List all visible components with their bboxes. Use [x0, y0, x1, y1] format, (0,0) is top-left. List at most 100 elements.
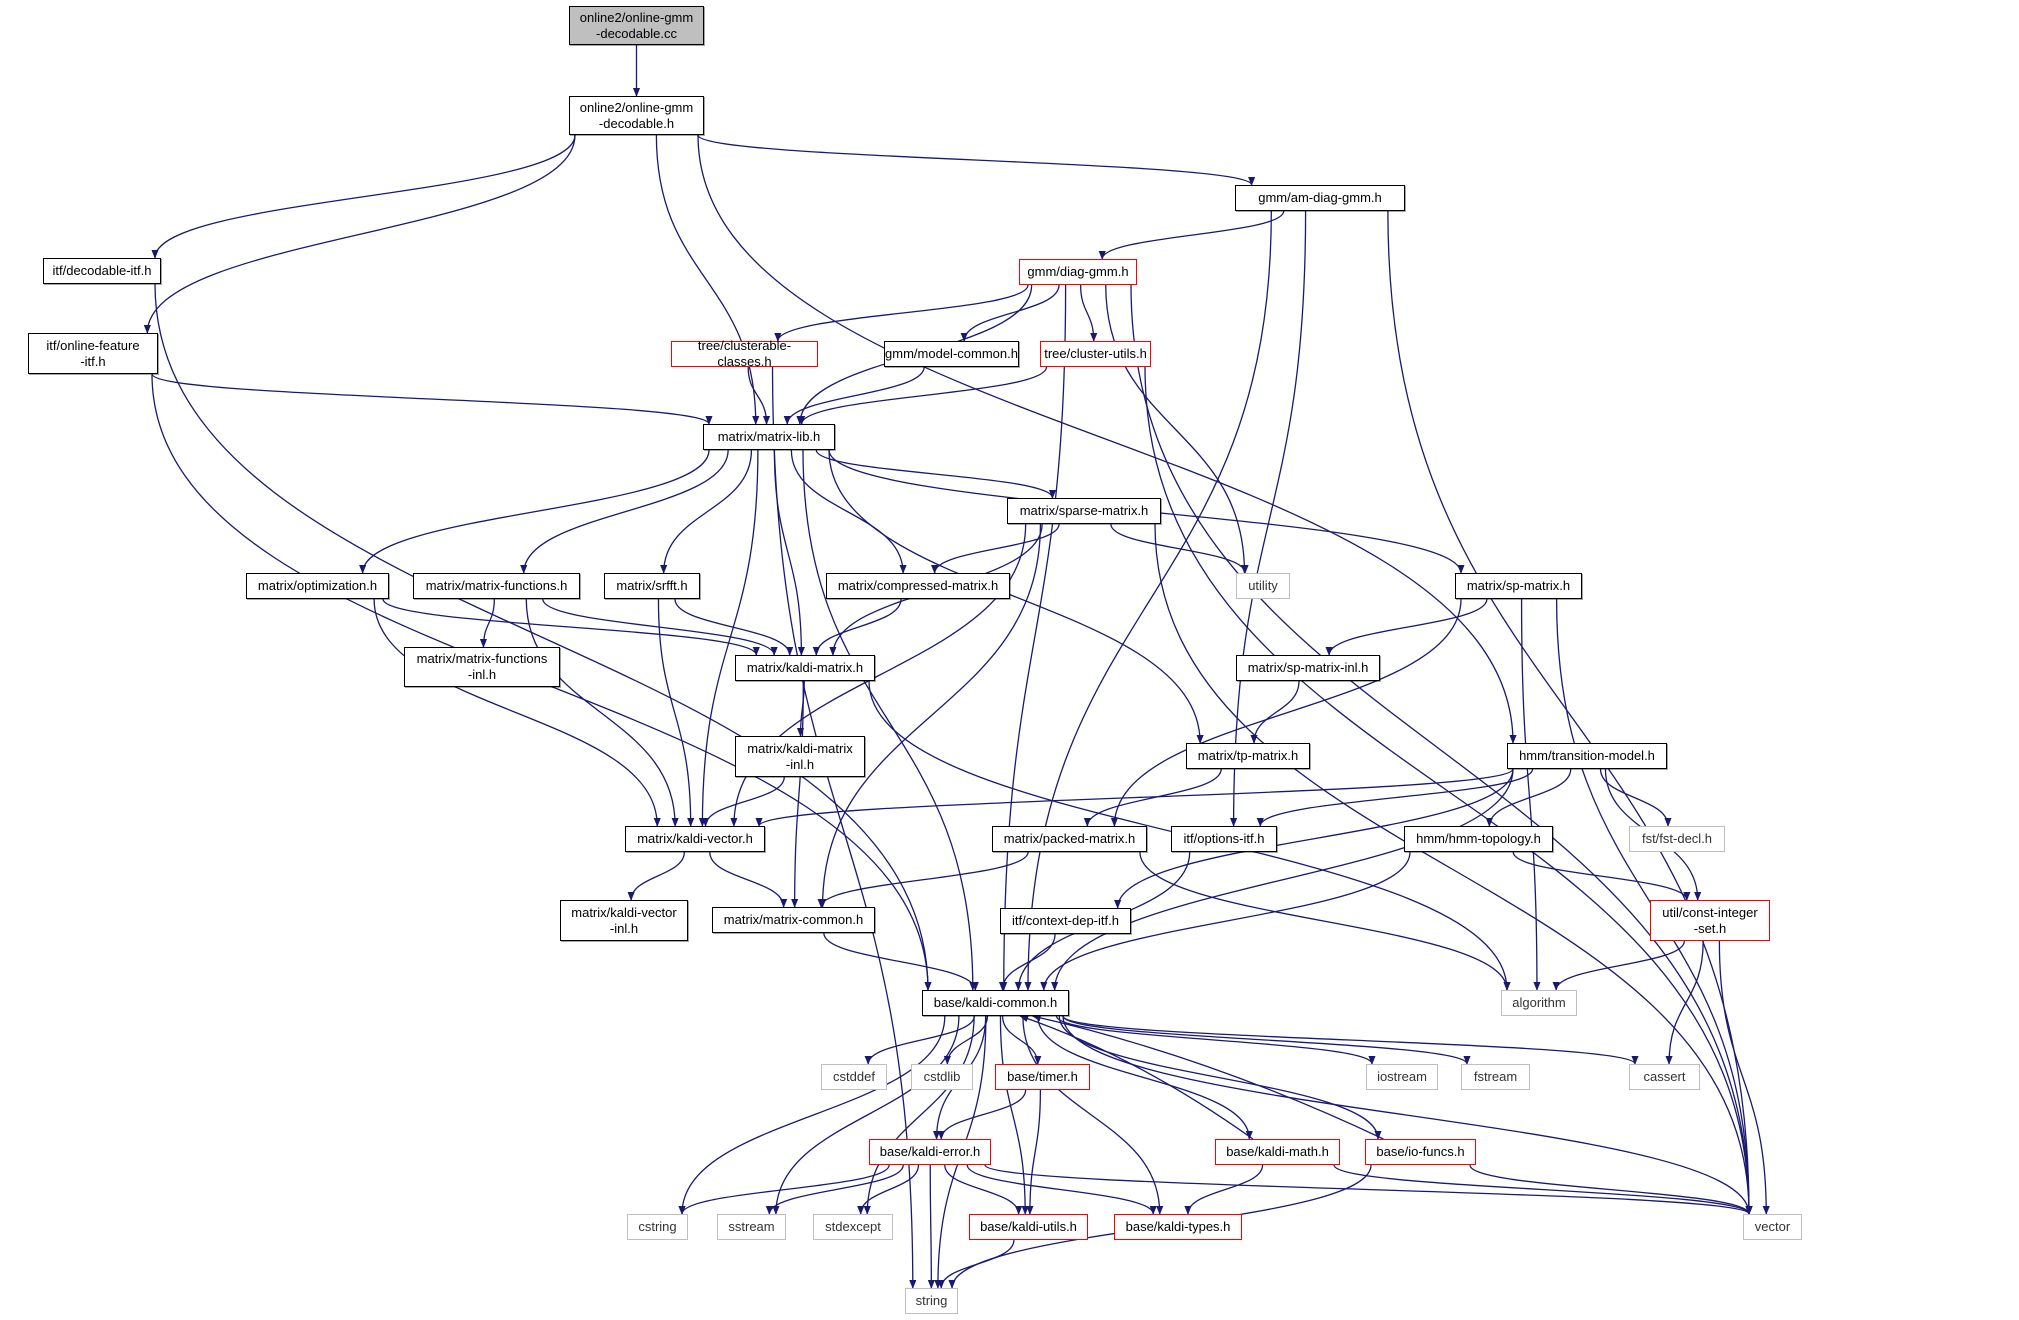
- edge-sp-inl-to-tp-matrix: [1250, 680, 1300, 744]
- edge-kaldi-error-to-string: [927, 1164, 935, 1289]
- node-context-dep[interactable]: itf/context-dep-itf.h: [1000, 908, 1131, 934]
- node-kaldi-error[interactable]: base/kaldi-error.h: [869, 1139, 991, 1165]
- node-utility[interactable]: utility: [1236, 573, 1290, 599]
- edge-kaldi-common-to-cassert: [1062, 1015, 1639, 1065]
- edge-kaldi-math-to-kaldi-common: [1019, 1015, 1254, 1140]
- edge-tp-matrix-to-packed: [1083, 768, 1222, 827]
- edge-hmm-topology-to-kaldi-common: [1040, 851, 1411, 991]
- node-kaldi-matrix[interactable]: matrix/kaldi-matrix.h: [735, 655, 875, 681]
- node-hmm-topology[interactable]: hmm/hmm-topology.h: [1404, 826, 1553, 852]
- edge-kaldi-error-to-stdexcept: [857, 1164, 920, 1215]
- node-cassert[interactable]: cassert: [1629, 1064, 1700, 1090]
- node-sstream[interactable]: sstream: [717, 1214, 786, 1240]
- edge-clusterable-to-string: [771, 366, 917, 1289]
- node-stdexcept[interactable]: stdexcept: [813, 1214, 893, 1240]
- node-mfunc[interactable]: matrix/matrix-functions.h: [413, 573, 580, 599]
- node-model-common[interactable]: gmm/model-common.h: [884, 341, 1019, 367]
- edge-timer-to-kaldi-utils: [1026, 1089, 1042, 1215]
- edge-diag-gmm-to-kaldi-common: [1000, 284, 1067, 991]
- edge-sp-matrix-to-algorithm: [1520, 598, 1541, 991]
- node-ogd-h[interactable]: online2/online-gmm -decodable.h: [569, 96, 704, 135]
- edge-sp-matrix-to-packed: [1110, 598, 1462, 827]
- edge-diag-gmm-to-utility: [1105, 284, 1249, 574]
- edge-kaldi-common-to-cstddef: [864, 1015, 975, 1065]
- edge-kaldi-common-to-kaldi-utils: [999, 1015, 1029, 1215]
- edge-diag-gmm-to-vector: [1130, 284, 1753, 1215]
- node-km-inl[interactable]: matrix/kaldi-matrix -inl.h: [735, 736, 865, 777]
- edge-kaldi-common-to-kaldi-math: [1037, 1015, 1253, 1140]
- node-kaldi-types[interactable]: base/kaldi-types.h: [1114, 1214, 1242, 1240]
- node-matrix-lib[interactable]: matrix/matrix-lib.h: [703, 424, 835, 450]
- edge-am-diag-to-options-itf: [1230, 210, 1307, 827]
- node-iostream[interactable]: iostream: [1366, 1064, 1438, 1090]
- edge-kaldi-common-to-fstream: [1062, 1015, 1471, 1065]
- node-sp-matrix[interactable]: matrix/sp-matrix.h: [1455, 573, 1582, 599]
- node-kv-inl[interactable]: matrix/kaldi-vector -inl.h: [560, 900, 688, 941]
- node-root[interactable]: online2/online-gmm -decodable.cc: [569, 6, 704, 45]
- edge-kaldi-common-to-iostream: [1055, 1015, 1376, 1065]
- node-cstring[interactable]: cstring: [627, 1214, 688, 1240]
- edge-mfunc-to-kaldi-matrix: [542, 598, 778, 656]
- edge-transition-to-context-dep: [1114, 768, 1514, 909]
- edge-mfunc-to-kaldi-vector: [525, 598, 679, 827]
- node-packed[interactable]: matrix/packed-matrix.h: [992, 826, 1147, 852]
- node-algorithm[interactable]: algorithm: [1501, 990, 1577, 1016]
- node-online-feat[interactable]: itf/online-feature -itf.h: [28, 333, 158, 374]
- node-const-int-set[interactable]: util/const-integer -set.h: [1650, 900, 1770, 941]
- node-matrix-common[interactable]: matrix/matrix-common.h: [712, 907, 875, 933]
- node-kaldi-math[interactable]: base/kaldi-math.h: [1215, 1139, 1340, 1165]
- node-string[interactable]: string: [905, 1288, 958, 1314]
- node-sp-inl[interactable]: matrix/sp-matrix-inl.h: [1236, 655, 1380, 681]
- edge-kaldi-error-to-kaldi-utils: [944, 1164, 1023, 1215]
- edge-kaldi-error-to-vector: [984, 1164, 1753, 1215]
- node-fstream[interactable]: fstream: [1461, 1064, 1530, 1090]
- node-cluster-utils[interactable]: tree/cluster-utils.h: [1040, 341, 1151, 367]
- node-optimization[interactable]: matrix/optimization.h: [246, 573, 389, 599]
- edge-transition-to-hmm-topology: [1485, 768, 1572, 827]
- edge-clusterable-to-matrix-lib: [747, 366, 771, 425]
- edge-compressed-to-kaldi-matrix: [812, 598, 902, 656]
- edge-kaldi-math-to-vector: [1333, 1164, 1753, 1215]
- edge-ogd-h-to-decodable-itf: [151, 134, 576, 259]
- edge-diag-gmm-to-clusterable: [774, 284, 1029, 342]
- edge-matrix-lib-to-srfft: [660, 449, 753, 574]
- node-transition[interactable]: hmm/transition-model.h: [1507, 743, 1667, 769]
- node-options-itf[interactable]: itf/options-itf.h: [1171, 826, 1277, 852]
- node-vector[interactable]: vector: [1743, 1214, 1802, 1240]
- node-sparse[interactable]: matrix/sparse-matrix.h: [1007, 498, 1161, 524]
- node-cstddef[interactable]: cstddef: [821, 1064, 887, 1090]
- edge-model-common-to-matrix-lib: [783, 366, 925, 425]
- node-kaldi-utils[interactable]: base/kaldi-utils.h: [969, 1214, 1088, 1240]
- edge-transition-to-kaldi-vector: [755, 768, 1514, 827]
- node-am-diag[interactable]: gmm/am-diag-gmm.h: [1235, 185, 1405, 211]
- edge-transition-to-options-itf: [1256, 768, 1534, 827]
- edge-diag-gmm-to-model-common: [960, 284, 1060, 342]
- node-tp-matrix[interactable]: matrix/tp-matrix.h: [1186, 743, 1310, 769]
- node-clusterable[interactable]: tree/clusterable-classes.h: [671, 338, 818, 369]
- node-fst-decl[interactable]: fst/fst-decl.h: [1629, 826, 1725, 852]
- edge-const-int-set-to-vector: [1718, 940, 1770, 1215]
- edge-sparse-to-vector: [1154, 523, 1753, 1215]
- node-kaldi-common[interactable]: base/kaldi-common.h: [922, 990, 1069, 1016]
- edge-kaldi-error-to-sstream: [765, 1164, 904, 1215]
- node-kaldi-vector[interactable]: matrix/kaldi-vector.h: [625, 826, 765, 852]
- node-timer[interactable]: base/timer.h: [995, 1064, 1090, 1090]
- edge-sparse-to-compressed: [931, 523, 1060, 574]
- edge-hmm-topology-to-const-int-set: [1512, 851, 1691, 901]
- edge-matrix-lib-to-optimization: [359, 449, 710, 574]
- node-srfft[interactable]: matrix/srfft.h: [604, 573, 700, 599]
- node-cstdlib[interactable]: cstdlib: [911, 1064, 973, 1090]
- edge-matrix-lib-to-kaldi-matrix: [773, 449, 805, 656]
- edge-am-diag-to-kaldi-common: [1024, 210, 1272, 991]
- node-io-funcs[interactable]: base/io-funcs.h: [1365, 1139, 1476, 1165]
- node-mfunc-inl[interactable]: matrix/matrix-functions -inl.h: [404, 647, 560, 687]
- edge-kaldi-math-to-kaldi-types: [1184, 1164, 1264, 1215]
- node-decodable-itf[interactable]: itf/decodable-itf.h: [43, 258, 161, 284]
- edge-kaldi-common-to-timer: [1001, 1015, 1042, 1065]
- edge-kaldi-common-to-cstdlib: [943, 1015, 989, 1065]
- edge-kaldi-error-to-cstring: [678, 1164, 890, 1215]
- node-diag-gmm[interactable]: gmm/diag-gmm.h: [1019, 259, 1137, 285]
- node-compressed[interactable]: matrix/compressed-matrix.h: [826, 573, 1010, 599]
- edge-km-inl-to-kaldi-vector: [701, 776, 785, 827]
